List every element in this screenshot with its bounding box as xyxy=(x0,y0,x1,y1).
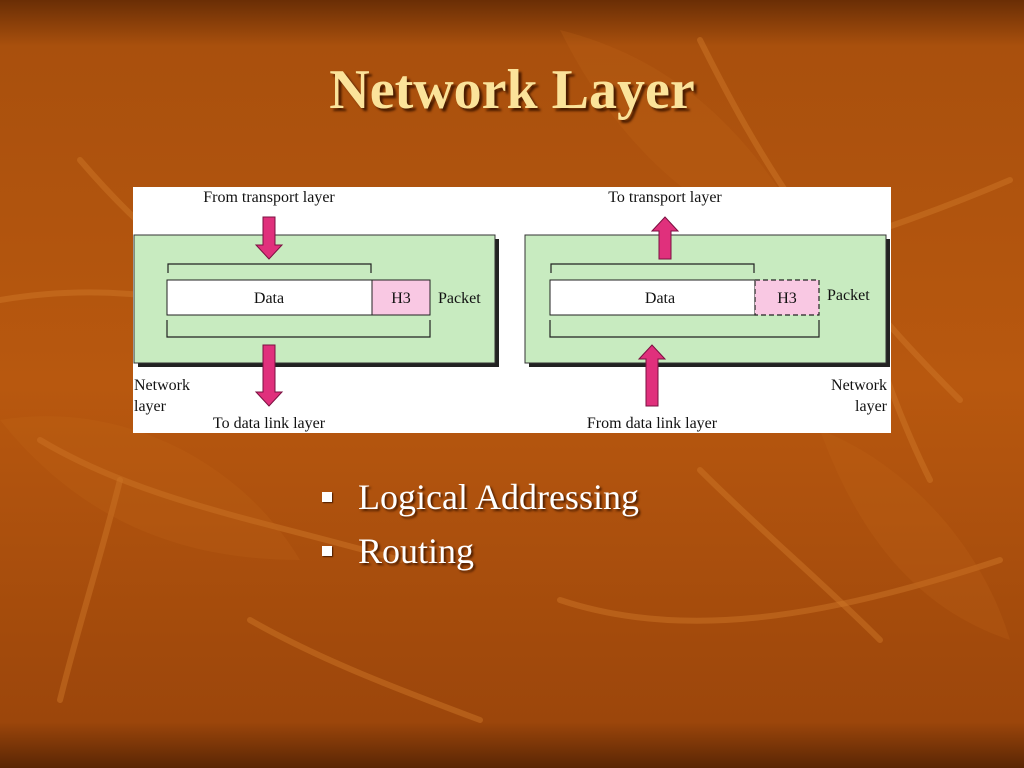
right-data-segment xyxy=(549,279,756,316)
left-panel: From transport layer Data H3 Packet Netw… xyxy=(133,189,499,432)
left-header-h3 xyxy=(371,279,431,316)
right-side-label-line1: Network xyxy=(831,377,887,394)
right-panel: To transport layer Data H3 Packet Networ… xyxy=(524,189,890,432)
bullet-item: Logical Addressing xyxy=(322,470,639,524)
left-bottom-label: To data link layer xyxy=(213,415,326,432)
right-bottom-bracket xyxy=(549,320,820,338)
square-bullet-icon xyxy=(322,492,332,502)
left-down-arrow-top xyxy=(254,216,284,260)
right-up-arrow-top xyxy=(650,216,680,260)
bullet-text: Routing xyxy=(358,531,475,571)
left-packet-label: Packet xyxy=(438,290,481,307)
right-packet-label: Packet xyxy=(827,287,870,304)
left-bottom-bracket xyxy=(166,320,431,338)
right-side-label-line2: layer xyxy=(855,398,888,415)
bullet-item: Routing xyxy=(322,524,639,578)
right-bottom-label: From data link layer xyxy=(587,415,718,432)
right-top-bracket xyxy=(550,263,755,273)
square-bullet-icon xyxy=(322,546,332,556)
left-data-segment xyxy=(166,279,373,316)
left-header-label: H3 xyxy=(391,290,411,307)
slide-title: Network Layer xyxy=(329,59,695,121)
right-data-label: Data xyxy=(645,290,675,307)
bullet-text: Logical Addressing xyxy=(358,477,639,517)
left-data-label: Data xyxy=(254,290,284,307)
left-side-label-line1: Network xyxy=(134,377,190,394)
right-top-label: To transport layer xyxy=(608,189,722,206)
network-layer-diagram: From transport layer Data H3 Packet Netw… xyxy=(133,187,891,433)
right-header-h3 xyxy=(754,279,820,316)
bullet-list: Logical Addressing Routing xyxy=(322,470,639,578)
left-side-label-line2: layer xyxy=(134,398,167,415)
left-top-label: From transport layer xyxy=(203,189,335,206)
right-header-label: H3 xyxy=(777,290,797,307)
left-down-arrow-bottom xyxy=(254,344,284,407)
right-up-arrow-bottom xyxy=(637,344,667,407)
left-top-bracket xyxy=(167,263,372,273)
